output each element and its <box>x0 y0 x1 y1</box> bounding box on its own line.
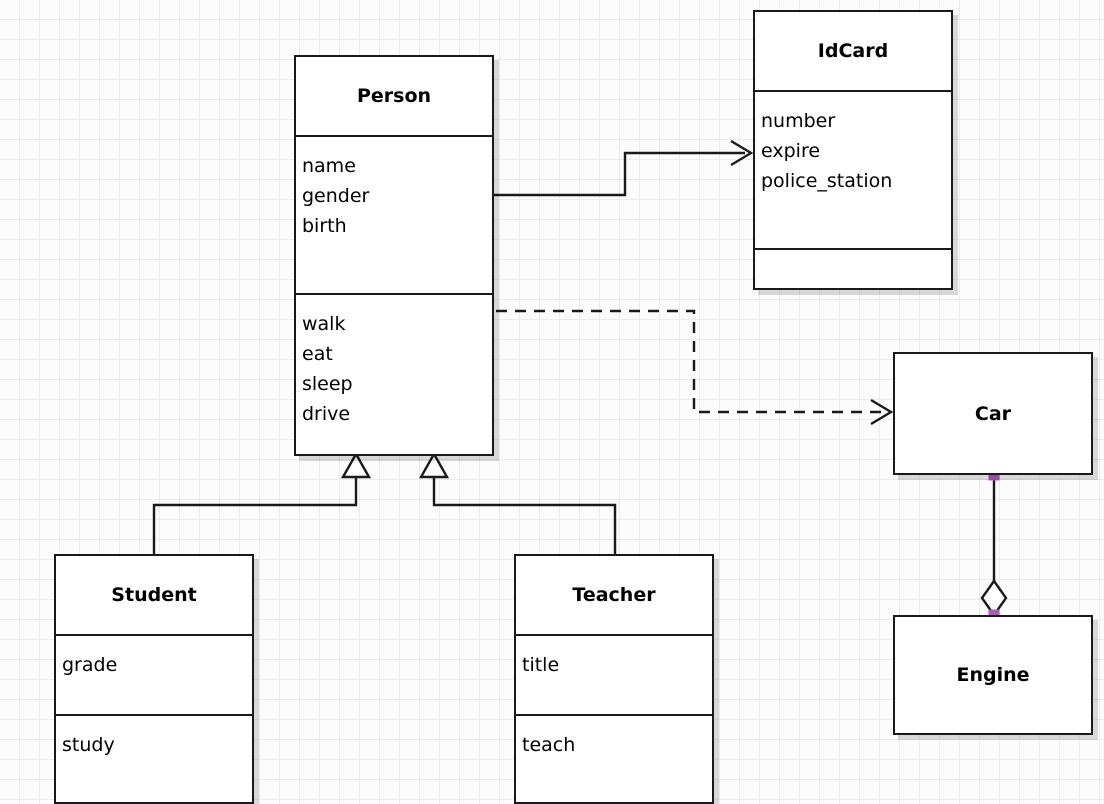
attribute-item: gender <box>302 185 370 207</box>
edge-person-idcard-line <box>494 151 745 197</box>
attribute-item: title <box>522 654 560 676</box>
arrowhead-triangle-teacher <box>418 451 450 479</box>
attribute-item: birth <box>302 215 347 237</box>
method-item: eat <box>302 343 333 365</box>
arrowhead-open-car <box>870 398 894 426</box>
class-attributes-teacher: title <box>516 634 712 714</box>
method-item: sleep <box>302 373 353 395</box>
method-item: walk <box>302 313 346 335</box>
class-title-person: Person <box>356 85 432 107</box>
class-title-engine: Engine <box>956 664 1030 686</box>
class-attributes-idcard: number expire police_station <box>755 90 951 248</box>
class-box-teacher[interactable]: Teacher title teach <box>514 554 714 804</box>
class-box-student[interactable]: Student grade study <box>54 554 254 804</box>
class-methods-person: walk eat sleep drive <box>296 293 492 454</box>
attribute-item: expire <box>761 140 821 162</box>
arrowhead-open-idcard <box>730 139 754 167</box>
class-box-idcard[interactable]: IdCard number expire police_station <box>753 10 953 290</box>
arrowhead-triangle-student <box>340 451 372 479</box>
class-attributes-person: name gender birth <box>296 135 492 293</box>
class-box-car[interactable]: Car <box>893 352 1093 475</box>
class-methods-idcard <box>755 248 951 288</box>
edge-teacher-person[interactable] <box>418 451 617 554</box>
edge-teacher-person-line <box>432 475 617 554</box>
attribute-item: name <box>302 155 356 177</box>
edge-car-engine[interactable] <box>980 475 1008 618</box>
edge-student-person[interactable] <box>152 451 372 554</box>
edge-person-car-line <box>496 309 885 414</box>
method-item: teach <box>522 734 576 756</box>
class-methods-teacher: teach <box>516 714 712 802</box>
class-title-car: Car <box>974 402 1012 425</box>
edge-person-car[interactable] <box>496 309 894 426</box>
method-item: drive <box>302 403 351 425</box>
class-box-engine[interactable]: Engine <box>893 615 1093 735</box>
class-methods-student: study <box>56 714 252 802</box>
class-title-teacher: Teacher <box>572 584 656 606</box>
edge-person-idcard[interactable] <box>494 139 754 197</box>
class-title-student: Student <box>111 584 197 606</box>
edge-student-person-line <box>152 475 358 554</box>
class-attributes-student: grade <box>56 634 252 714</box>
edge-handle-car[interactable] <box>988 469 1000 481</box>
class-title-idcard: IdCard <box>817 40 889 62</box>
class-box-person[interactable]: Person name gender birth walk eat sleep … <box>294 55 494 456</box>
attribute-item: grade <box>62 654 118 676</box>
attribute-item: police_station <box>761 170 893 192</box>
attribute-item: number <box>761 110 836 132</box>
method-item: study <box>62 734 115 756</box>
